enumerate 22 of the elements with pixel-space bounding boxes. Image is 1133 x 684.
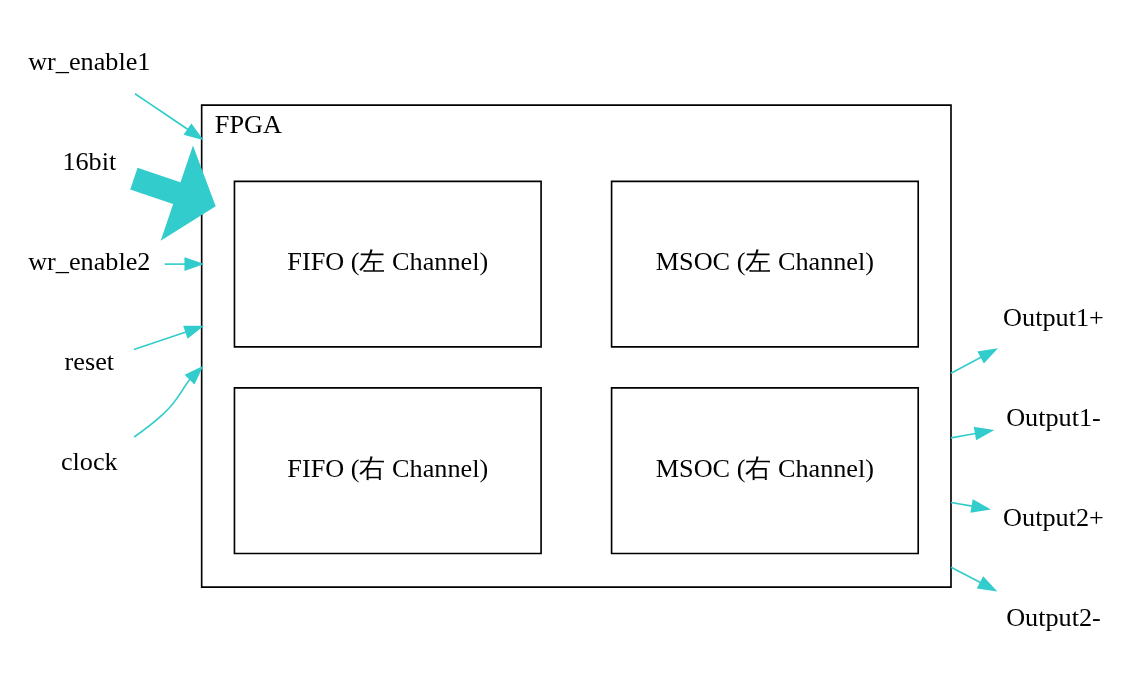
node-text: reset: [64, 347, 115, 377]
node-box: FIFO (左 Channel): [233, 180, 542, 348]
arrow: [134, 92, 204, 141]
arrow: [950, 499, 991, 513]
arrow: [950, 426, 995, 441]
node-text: Output1+: [1003, 303, 1104, 333]
arrow: [133, 365, 204, 438]
node-text: Output1-: [1006, 403, 1101, 433]
arrow: [133, 325, 204, 351]
node-text: Output2-: [1006, 603, 1101, 633]
node-box: FIFO (右 Channel): [233, 387, 542, 555]
node-box: MSOC (左 Channel): [610, 180, 920, 348]
arrow: [130, 145, 216, 241]
node-text: 16bit: [62, 147, 117, 177]
node-text: wr_enable1: [28, 47, 151, 77]
arrow: [950, 566, 998, 592]
arrow: [163, 257, 205, 271]
node-text: clock: [60, 447, 118, 477]
node-box: MSOC (右 Channel): [610, 387, 920, 555]
arrow: [950, 348, 999, 374]
node-text: wr_enable2: [28, 247, 151, 277]
node-text: Output2+: [1003, 503, 1104, 533]
